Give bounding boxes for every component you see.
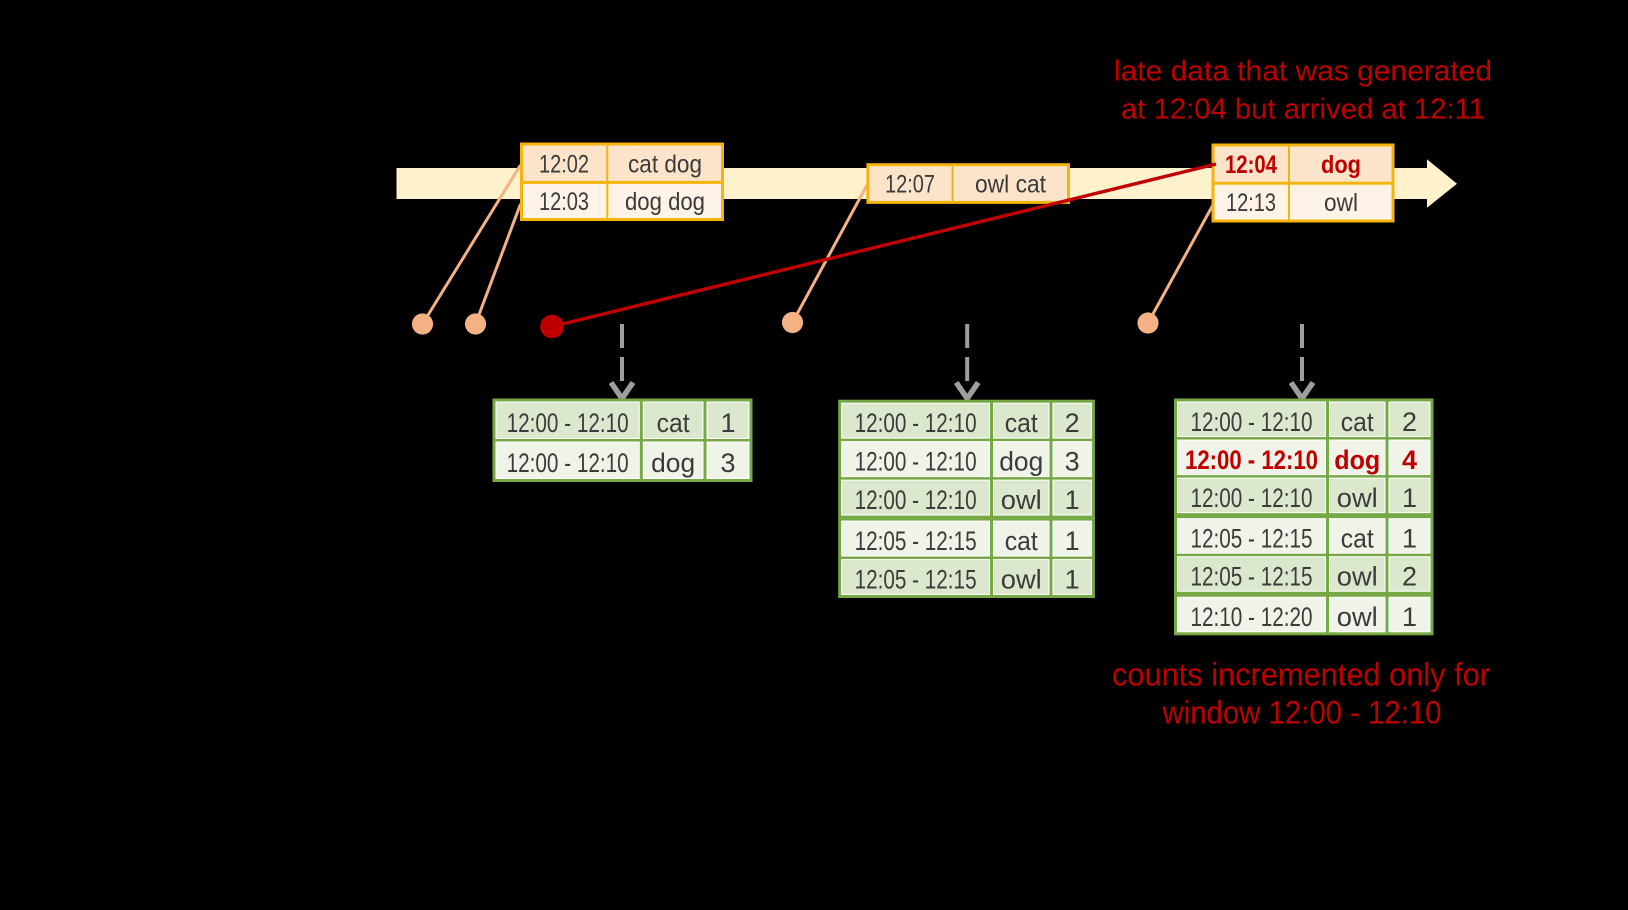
- svg-text:window 12:00 - 12:10: window 12:00 - 12:10: [1162, 695, 1442, 731]
- svg-text:1: 1: [1402, 523, 1417, 553]
- svg-text:1: 1: [1065, 526, 1080, 556]
- svg-text:owl: owl: [1001, 565, 1042, 595]
- svg-text:12:05 - 12:15: 12:05 - 12:15: [855, 565, 977, 595]
- svg-text:cat: cat: [1005, 526, 1038, 556]
- svg-text:12:13: 12:13: [1226, 189, 1276, 217]
- svg-text:owl: owl: [1337, 483, 1378, 513]
- svg-text:at 12:04 but arrived at 12:11: at 12:04 but arrived at 12:11: [1121, 93, 1485, 125]
- svg-text:dog dog: dog dog: [625, 188, 705, 216]
- svg-text:12:00 - 12:10: 12:00 - 12:10: [507, 408, 629, 438]
- svg-text:1: 1: [1402, 483, 1417, 513]
- svg-text:12:03: 12:03: [539, 188, 589, 216]
- svg-text:owl: owl: [1001, 485, 1042, 515]
- svg-text:12:07: 12:07: [885, 171, 935, 199]
- svg-text:12:05 - 12:15: 12:05 - 12:15: [855, 526, 977, 556]
- svg-text:12:02: 12:02: [539, 150, 589, 178]
- svg-text:12:00 - 12:10: 12:00 - 12:10: [1191, 407, 1313, 437]
- svg-text:2: 2: [1065, 408, 1080, 438]
- svg-text:12:00 - 12:10: 12:00 - 12:10: [1191, 483, 1313, 513]
- svg-text:counts incremented only for: counts incremented only for: [1112, 657, 1490, 693]
- svg-text:late data that was generated: late data that was generated: [1114, 56, 1492, 88]
- svg-text:dog: dog: [1321, 151, 1361, 179]
- svg-text:12:00 - 12:10: 12:00 - 12:10: [1185, 445, 1318, 475]
- svg-text:1: 1: [1402, 602, 1417, 632]
- svg-text:1: 1: [720, 408, 735, 438]
- svg-text:cat: cat: [1341, 523, 1374, 553]
- svg-text:3: 3: [720, 448, 735, 478]
- svg-text:2: 2: [1402, 407, 1417, 437]
- svg-text:3: 3: [1065, 447, 1080, 477]
- svg-text:cat dog: cat dog: [628, 150, 702, 178]
- svg-text:12:05 - 12:15: 12:05 - 12:15: [1191, 562, 1313, 592]
- svg-text:owl: owl: [1337, 602, 1378, 632]
- svg-text:12:05 - 12:15: 12:05 - 12:15: [1191, 523, 1313, 553]
- svg-text:cat: cat: [1005, 408, 1038, 438]
- svg-text:4: 4: [1402, 445, 1417, 475]
- svg-text:dog: dog: [1334, 445, 1380, 475]
- svg-text:12:10 - 12:20: 12:10 - 12:20: [1191, 602, 1313, 632]
- svg-text:dog: dog: [999, 447, 1043, 477]
- svg-text:1: 1: [1065, 565, 1080, 595]
- svg-text:1: 1: [1065, 485, 1080, 515]
- svg-text:12:00 - 12:10: 12:00 - 12:10: [855, 447, 977, 477]
- svg-text:12:00 - 12:10: 12:00 - 12:10: [507, 448, 629, 478]
- svg-text:owl cat: owl cat: [975, 171, 1046, 199]
- svg-text:owl: owl: [1324, 189, 1358, 217]
- svg-text:12:00 - 12:10: 12:00 - 12:10: [855, 408, 977, 438]
- svg-text:dog: dog: [651, 448, 695, 478]
- svg-text:12:00 - 12:10: 12:00 - 12:10: [855, 485, 977, 515]
- svg-text:cat: cat: [657, 408, 690, 438]
- svg-text:2: 2: [1402, 562, 1417, 592]
- svg-text:12:04: 12:04: [1225, 151, 1277, 179]
- svg-text:owl: owl: [1337, 562, 1378, 592]
- svg-text:cat: cat: [1341, 407, 1374, 437]
